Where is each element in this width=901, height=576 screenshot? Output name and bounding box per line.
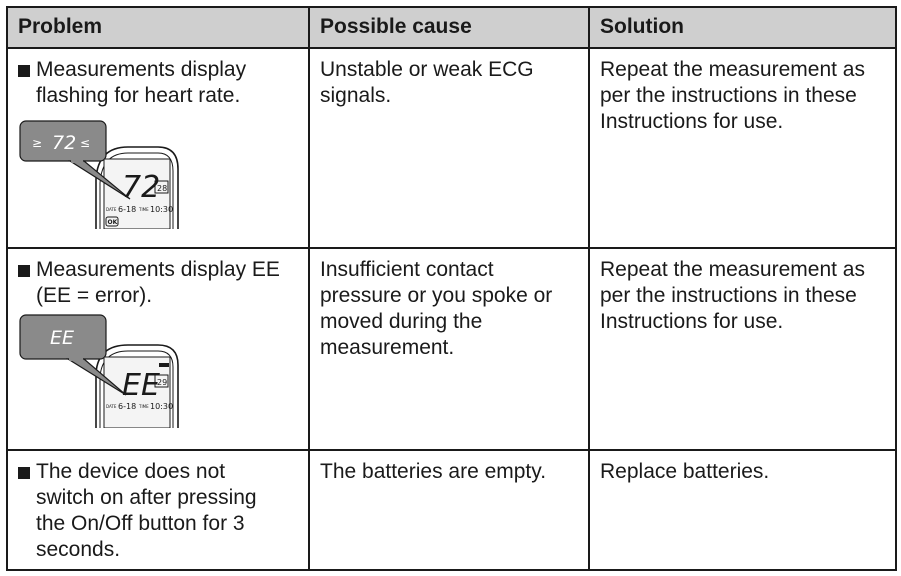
table-row: Measurements display flashing for heart … <box>6 47 897 249</box>
flash-right-icon: ≤ <box>80 136 90 150</box>
flash-left-icon: ≥ <box>32 136 42 150</box>
problem-cell: Measurements display EE (EE = error). EE… <box>6 247 310 451</box>
ok-icon: OK <box>108 219 118 226</box>
solution-cell: Replace batteries. <box>588 449 897 571</box>
callout-reading: 72 <box>52 132 76 154</box>
date-label: DATE <box>106 207 117 212</box>
time-label: TIME <box>138 207 149 212</box>
problem-text: The device does not switch on after pres… <box>36 460 257 561</box>
callout-reading: EE <box>50 327 74 349</box>
date-label: DATE <box>106 404 117 409</box>
date-value: 6-18 <box>118 205 136 214</box>
cause-cell: Unstable or weak ECG signals. <box>308 47 590 249</box>
time-value: 10:30 <box>150 205 173 214</box>
date-value: 6-18 <box>118 402 136 411</box>
cause-cell: The batteries are empty. <box>308 449 590 571</box>
problem-cell: Measurements display flashing for heart … <box>6 47 310 249</box>
bullet-icon <box>18 65 30 77</box>
problem-cell: The device does not switch on after pres… <box>6 449 310 571</box>
memory-number: 28 <box>157 184 167 193</box>
troubleshooting-table-wrapper: Problem Possible cause Solution Measurem… <box>6 6 897 571</box>
solution-cell: Repeat the measurement as per the instru… <box>588 47 897 249</box>
device-display-illustration: EE EE 29 DATE 6-18 TIME 10:30 <box>18 313 188 429</box>
problem-text: Measurements display EE (EE = error). <box>36 258 280 307</box>
memory-number: 29 <box>157 378 167 387</box>
cause-cell: Insufficient contact pressure or you spo… <box>308 247 590 451</box>
time-value: 10:30 <box>150 402 173 411</box>
table-row: The device does not switch on after pres… <box>6 449 897 571</box>
troubleshooting-table: Problem Possible cause Solution Measurem… <box>6 6 897 571</box>
header-cause: Possible cause <box>308 6 590 49</box>
lcd-main-reading: 72 <box>122 170 160 205</box>
header-solution: Solution <box>588 6 897 49</box>
problem-text: Measurements display flashing for heart … <box>36 58 247 107</box>
device-display-illustration: ≥ 72 ≤ 72 28 DATE 6-18 TIME 10:30 OK <box>18 119 188 230</box>
bullet-icon <box>18 467 30 479</box>
lcd-main-reading: EE <box>122 368 160 403</box>
header-problem: Problem <box>6 6 310 49</box>
header-row: Problem Possible cause Solution <box>6 6 897 49</box>
time-label: TIME <box>138 404 149 409</box>
solution-cell: Repeat the measurement as per the instru… <box>588 247 897 451</box>
table-row: Measurements display EE (EE = error). EE… <box>6 247 897 451</box>
bullet-icon <box>18 265 30 277</box>
